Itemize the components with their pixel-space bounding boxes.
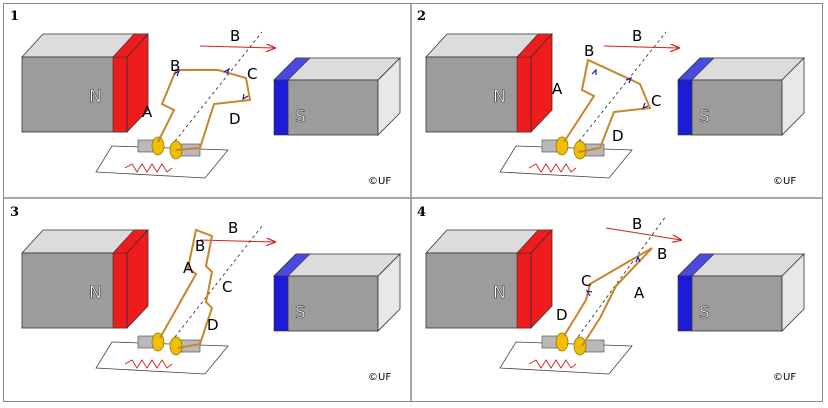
brushes <box>541 136 605 160</box>
south-pole-label: S <box>295 107 306 127</box>
south-pole-label: S <box>699 107 710 127</box>
field-label: B <box>632 27 642 45</box>
label-A: A <box>183 259 194 277</box>
coil-loop <box>157 69 252 151</box>
label-D: D <box>229 110 241 128</box>
copyright: ©UF <box>773 176 796 187</box>
panel-4: 4 N S B A B <box>417 205 805 383</box>
north-pole-label: N <box>89 283 102 303</box>
field-label: B <box>228 219 238 237</box>
south-magnet: S <box>273 57 401 136</box>
current-arrow <box>223 67 231 75</box>
south-magnet: S <box>273 253 401 332</box>
label-A: A <box>552 80 563 98</box>
label-D: D <box>556 306 568 324</box>
resistor <box>528 359 577 369</box>
current-arrow <box>641 102 649 110</box>
label-C: C <box>222 278 232 296</box>
brushes <box>137 136 201 160</box>
label-B: B <box>657 245 667 263</box>
coil-loop <box>563 247 653 347</box>
south-pole-label: S <box>295 303 306 323</box>
north-pole-label: N <box>493 283 506 303</box>
label-D: D <box>612 127 624 145</box>
resistor <box>124 163 173 173</box>
panel-number: 4 <box>417 205 426 220</box>
north-magnet: N <box>21 32 149 133</box>
current-arrow <box>173 69 181 77</box>
label-D: D <box>207 316 219 334</box>
field-arrow <box>199 240 275 242</box>
south-pole-label: S <box>699 303 710 323</box>
label-C: C <box>651 92 661 110</box>
north-pole-label: N <box>493 87 506 107</box>
field-label: B <box>230 27 240 45</box>
resistor <box>528 163 577 173</box>
grid-frame <box>3 3 823 402</box>
south-magnet: S <box>677 253 805 332</box>
current-arrow <box>242 93 249 101</box>
copyright: ©UF <box>368 372 391 383</box>
label-C: C <box>581 272 591 290</box>
coil-loop <box>563 58 652 153</box>
label-B: B <box>195 237 205 255</box>
field-arrow <box>605 227 681 240</box>
field-arrow <box>603 46 679 48</box>
north-magnet: N <box>21 228 149 329</box>
panel-number: 1 <box>10 9 19 24</box>
copyright: ©UF <box>368 176 391 187</box>
panel-number: 2 <box>417 9 426 24</box>
brushes <box>541 332 605 356</box>
north-magnet: N <box>425 228 553 329</box>
panel-number: 3 <box>10 205 19 220</box>
field-arrow <box>199 46 275 48</box>
current-arrow <box>635 255 641 263</box>
north-magnet: N <box>425 32 553 133</box>
label-A: A <box>142 103 153 121</box>
current-arrow <box>591 68 597 75</box>
label-B: B <box>584 42 594 60</box>
panel-3: 3 N S B A B C D <box>10 205 401 383</box>
resistor <box>124 359 173 369</box>
copyright: ©UF <box>773 372 796 383</box>
label-B: B <box>170 57 180 75</box>
panel-2: 2 N S B A <box>417 9 805 187</box>
south-magnet: S <box>677 57 805 136</box>
coil-loop <box>159 228 214 349</box>
field-label: B <box>632 215 642 233</box>
label-A: A <box>634 284 645 302</box>
north-pole-label: N <box>89 87 102 107</box>
current-arrow <box>585 290 593 297</box>
label-C: C <box>247 65 257 83</box>
current-arrow <box>625 76 633 84</box>
panel-1: 1 N S B <box>10 9 401 187</box>
